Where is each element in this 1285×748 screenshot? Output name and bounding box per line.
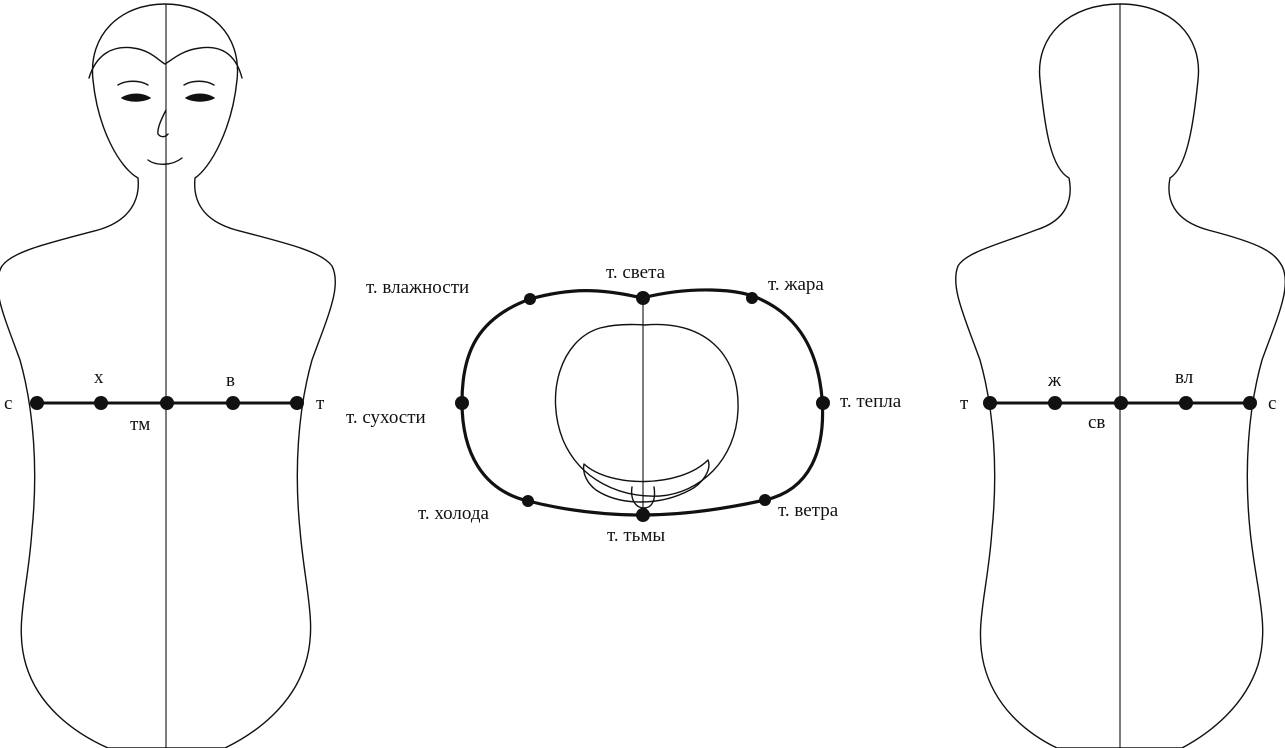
back-point-mid-right [1179,396,1193,410]
front-label-mid-left: х [94,367,104,388]
inner-lobe [630,486,656,509]
front-point-center [160,396,174,410]
inner-lower-band [582,459,710,503]
front-label-mid-right: в [226,370,235,391]
point-top-left [524,293,536,305]
label-bottom-left: т. холода [418,503,490,524]
label-left: т. сухости [346,407,426,428]
back-point-left-end [983,396,997,410]
left-eyebrow [117,80,149,86]
point-right [816,396,830,410]
back-label-mid-left: ж [1047,370,1062,391]
back-label-center: св [1088,412,1105,433]
point-bottom-left [522,495,534,507]
front-figure: с х тм в т [0,3,336,748]
label-top-left: т. влажности [366,277,469,298]
right-eye [185,93,215,102]
front-point-mid-right [226,396,240,410]
back-body-outline [954,3,1285,748]
right-eyebrow [183,80,215,86]
label-bottom-right: т. ветра [778,500,839,521]
back-point-right-end [1243,396,1257,410]
left-eye [121,93,151,102]
point-bottom [636,508,650,522]
front-label-right-end: т [316,393,325,414]
front-point-right-end [290,396,304,410]
label-top-right: т. жара [768,274,824,295]
front-body-outline [0,3,336,748]
label-right: т. тепла [840,391,902,412]
back-label-left-end: т [960,393,969,414]
cross-section: т. влажности т. света т. жара т. сухости… [346,262,902,546]
point-top [636,291,650,305]
back-point-mid-left [1048,396,1062,410]
front-label-left-end: с [4,393,12,414]
front-point-left-end [30,396,44,410]
mouth [147,157,183,165]
front-point-mid-left [94,396,108,410]
inner-oval [554,323,739,497]
label-top: т. света [606,262,666,283]
label-bottom: т. тьмы [607,525,665,546]
point-bottom-right [759,494,771,506]
back-figure: т ж св вл с [954,3,1285,748]
front-label-center: тм [130,414,150,435]
back-label-right-end: с [1268,393,1276,414]
point-top-right [746,292,758,304]
point-left [455,396,469,410]
front-hairline [88,46,243,79]
back-point-center [1114,396,1128,410]
back-label-mid-right: вл [1175,367,1194,388]
